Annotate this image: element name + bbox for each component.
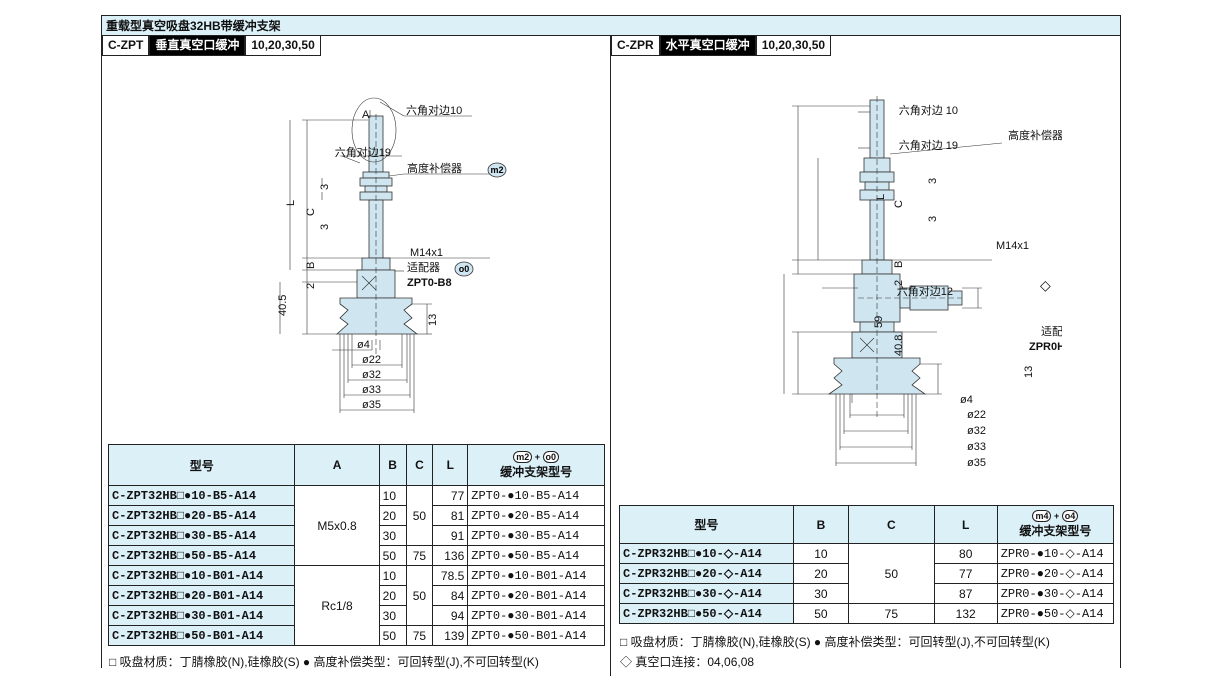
column-divider (610, 36, 611, 676)
table-row: C-ZPR32HB□●20-◇-A14 20 77 ZPR0-●20-◇-A14 (619, 563, 1115, 584)
right-th-o4: o4 (1061, 510, 1079, 522)
right-th-bracket-label: 缓冲支架型号 (1019, 524, 1092, 538)
r-label-408: 40.8 (893, 335, 905, 356)
left-th-c: C (405, 444, 434, 486)
r-label-d4: ø4 (960, 394, 973, 406)
left-th-bracket-label: 缓冲支架型号 (500, 464, 573, 479)
r-label-three-a: 3 (927, 178, 939, 184)
label-hex19: 六角对边19 (335, 145, 391, 159)
table-row: C-ZPT32HB□●20-B5-A14 20 81 ZPT0-●20-B5-A… (107, 505, 605, 526)
table-row: C-ZPT32HB□●10-B01-A14 Rc1/8 10 50 78.5 Z… (107, 565, 605, 646)
table-row: C-ZPT32HB□●50-B01-A14 50 75 139 ZPT0-●50… (107, 625, 605, 646)
r-label-d35: ø35 (967, 457, 986, 468)
table-row: C-ZPT32HB□●30-B5-A14 30 91 ZPT0-●30-B5-A… (107, 525, 605, 546)
left-model-0: C-ZPT32HB□●10-B5-A14 (107, 485, 296, 506)
right-th-b: B (792, 505, 850, 544)
left-name: 垂直真空口缓冲 (149, 36, 246, 56)
r-label-c: C (893, 200, 905, 208)
left-spec-table: 型号 A B C L m2 + o0 缓冲支架型号 C-ZPT32HB□●10-… (107, 444, 605, 646)
badge-m2: m2 (490, 165, 503, 175)
label-b: B (305, 262, 317, 269)
r-label-d33: ø33 (967, 441, 986, 453)
table-row: C-ZPR32HB□●30-◇-A14 30 87 ZPR0-●30-◇-A14 (619, 583, 1115, 604)
right-note-2: ◇ 真空口连接：04,06,08 (620, 655, 755, 669)
label-hex10: 六角对边10 (406, 103, 462, 117)
left-strokes: 10,20,30,50 (245, 36, 321, 56)
r-label-adapter: 适配器 (1041, 325, 1062, 338)
left-th-o0: o0 (542, 450, 560, 463)
label-three-b: 3 (319, 224, 331, 230)
right-th-l: L (933, 505, 998, 544)
table-row: C-ZPT32HB□●10-B5-A14 M5x0.8 10 50 77 ZPT… (107, 485, 605, 566)
r-label-zpr: ZPR0H-B8 (1029, 341, 1062, 353)
r-label-diamond: ◇ (1040, 277, 1051, 293)
left-th-model: 型号 (107, 444, 296, 486)
left-a-0: M5x0.8 (294, 485, 380, 566)
label-thread: M14x1 (410, 247, 443, 259)
r-label-hex12: 六角对边12 (897, 284, 953, 298)
r-label-thread: M14x1 (996, 240, 1029, 252)
r-label-three-b: 3 (927, 216, 939, 222)
label-l: L (285, 200, 297, 206)
r-label-d22: ø22 (967, 409, 986, 421)
r-label-two: 2 (893, 280, 905, 286)
right-code: C-ZPR (611, 36, 660, 56)
left-code: C-ZPT (102, 36, 150, 56)
label-zpt: ZPT0-B8 (407, 277, 452, 289)
table-row: C-ZPR32HB□●50-◇-A14 50 75 132 ZPR0-●50-◇… (619, 603, 1115, 624)
label-c: C (305, 208, 317, 216)
table-row: C-ZPT32HB□●20-B01-A14 20 84 ZPT0-●20-B01… (107, 585, 605, 606)
label-comp: 高度补偿器 (407, 161, 462, 175)
left-th-b: B (378, 444, 407, 486)
label-d32: ø32 (362, 369, 381, 381)
table-row: C-ZPR32HB□●10-◇-A14 10 50 80 ZPR0-●10-◇-… (619, 543, 1115, 604)
r-label-b: B (893, 261, 905, 268)
label-405: 40.5 (277, 295, 289, 316)
r-label-comp: 高度补偿器 (1008, 128, 1062, 142)
left-th-l: L (432, 444, 469, 486)
label-adapter: 适配器 (407, 261, 440, 274)
r-label-59: 59 (873, 316, 885, 328)
label-three-a: 3 (319, 184, 331, 190)
label-two: 2 (305, 283, 317, 289)
right-diagram: 六角对边 10 六角对边 19 高度补偿器 M14x1 六角对边12 适配器 Z… (783, 96, 1062, 468)
catalog-frame: 重载型真空吸盘32HB带缓冲支架 C-ZPT 垂直真空口缓冲 10,20,30,… (101, 15, 1121, 676)
r-label-hex10: 六角对边 10 (899, 103, 958, 117)
right-th-m4: m4 (1032, 510, 1052, 522)
right-header: C-ZPR 水平真空口缓冲 10,20,30,50 (611, 36, 832, 56)
r-label-l: L (875, 194, 887, 200)
r-label-hex19: 六角对边 19 (899, 138, 958, 152)
right-th-c: C (848, 505, 935, 544)
left-header: C-ZPT 垂直真空口缓冲 10,20,30,50 (102, 36, 321, 56)
right-strokes: 10,20,30,50 (755, 36, 832, 56)
label-d33: ø33 (362, 384, 381, 396)
right-spec-table: 型号 B C L m4 + o4 缓冲支架型号 C-ZPR32HB□●10-◇-… (619, 505, 1115, 624)
page-title: 重载型真空吸盘32HB带缓冲支架 (102, 16, 1120, 36)
left-a-4: Rc1/8 (294, 565, 380, 646)
right-name: 水平真空口缓冲 (659, 36, 756, 56)
r-label-13: 13 (1023, 366, 1035, 378)
right-th-bracket: m4 + o4 缓冲支架型号 (996, 505, 1115, 544)
label-d22: ø22 (362, 354, 381, 366)
table-row: C-ZPT32HB□●30-B01-A14 30 94 ZPT0-●30-B01… (107, 605, 605, 626)
left-th-m2: m2 (513, 450, 533, 463)
label-a: A (362, 109, 370, 121)
label-13: 13 (427, 314, 439, 326)
label-d4: ø4 (357, 339, 370, 351)
badge-o0: o0 (459, 264, 470, 274)
label-d35: ø35 (362, 399, 381, 411)
left-th-bracket: m2 + o0 缓冲支架型号 (467, 444, 605, 486)
r-label-d32: ø32 (967, 425, 986, 437)
right-note-1: □ 吸盘材质：丁腈橡胶(N),硅橡胶(S) ● 高度补偿类型：可回转型(J),不… (620, 635, 1050, 649)
left-note: □ 吸盘材质：丁腈橡胶(N),硅橡胶(S) ● 高度补偿类型：可回转型(J),不… (109, 655, 539, 669)
left-th-a: A (294, 444, 380, 486)
right-th-model: 型号 (619, 505, 794, 544)
left-diagram: A 六角对边10 六角对边19 高度补偿器 M14x1 适配器 ZPT0-B8 … (277, 97, 507, 413)
